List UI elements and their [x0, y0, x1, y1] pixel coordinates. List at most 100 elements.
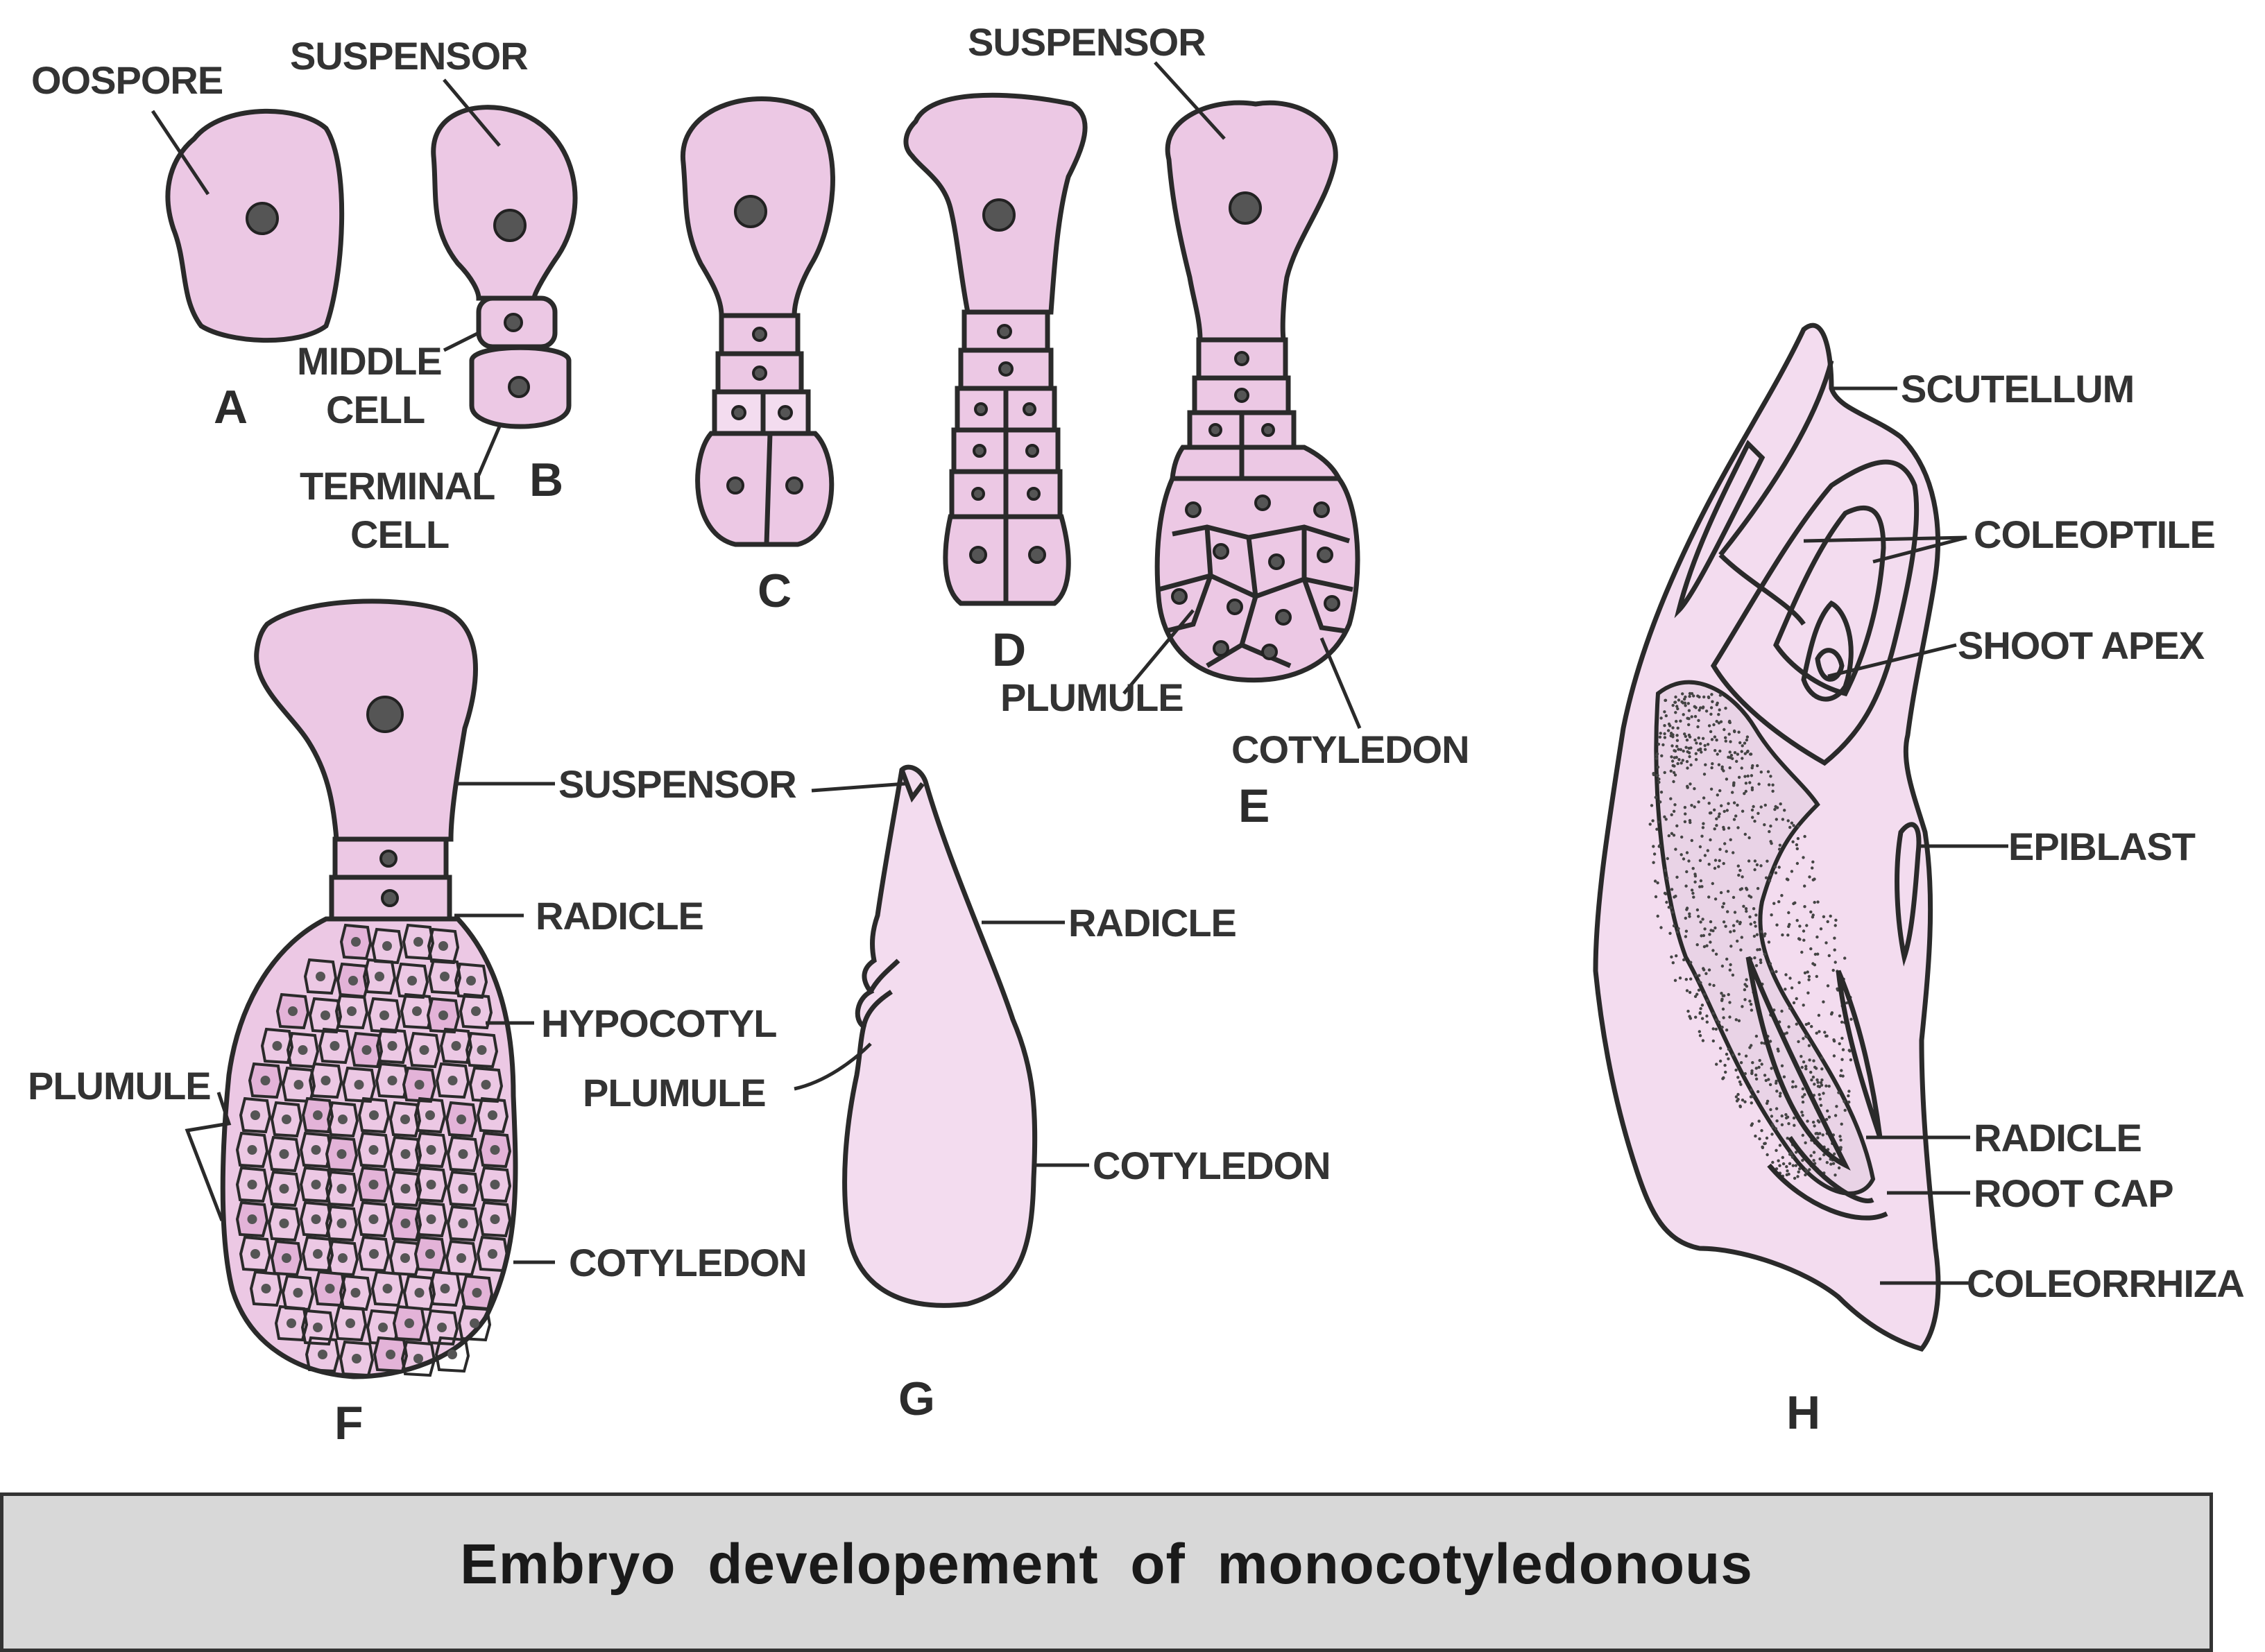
stage-a-oospore — [153, 111, 342, 341]
stipple-dot — [1725, 850, 1728, 852]
stipple-dot — [1834, 1173, 1836, 1176]
stipple-dot — [1739, 1083, 1742, 1086]
cell-nucleus — [415, 1080, 425, 1090]
cell-nucleus — [320, 1010, 330, 1020]
cell-nucleus — [337, 1149, 347, 1159]
stipple-dot — [1819, 1098, 1822, 1101]
stipple-dot — [1778, 847, 1781, 850]
stipple-dot — [1709, 838, 1711, 841]
cell-nucleus — [481, 1080, 491, 1090]
stipple-dot — [1755, 1078, 1758, 1081]
stipple-dot — [1659, 736, 1661, 739]
stipple-dot — [1757, 887, 1759, 890]
stipple-dot — [1791, 1081, 1794, 1083]
stipple-dot — [1699, 845, 1702, 848]
stipple-dot — [1741, 1005, 1743, 1008]
stipple-dot — [1739, 888, 1742, 890]
stipple-dot — [1693, 705, 1696, 708]
stipple-dot — [1758, 1137, 1761, 1140]
stipple-dot — [1683, 732, 1686, 735]
stipple-dot — [1726, 910, 1729, 913]
stipple-dot — [1766, 1137, 1768, 1139]
stipple-dot — [1775, 1119, 1778, 1122]
cell-nucleus — [379, 1010, 389, 1020]
label-hypocotyl-f: HYPOCOTYL — [541, 1001, 776, 1045]
stipple-dot — [1840, 1123, 1843, 1126]
stipple-dot — [1754, 859, 1757, 862]
stipple-dot — [1761, 1146, 1764, 1149]
stipple-dot — [1699, 859, 1702, 862]
cell-nucleus — [348, 976, 358, 986]
stipple-dot — [1800, 1055, 1802, 1058]
stipple-dot — [1688, 734, 1691, 737]
stipple-dot — [1693, 739, 1696, 741]
stipple-dot — [1763, 934, 1766, 937]
cell-nucleus — [407, 976, 417, 986]
stipple-dot — [1787, 1025, 1790, 1028]
stipple-dot — [1659, 732, 1662, 734]
stipple-dot — [1801, 1066, 1804, 1069]
stipple-dot — [1743, 775, 1746, 777]
label-plumule-f: PLUMULE — [28, 1064, 211, 1108]
stipple-dot — [1760, 1042, 1763, 1044]
stipple-dot — [1750, 1095, 1752, 1098]
stipple-dot — [1715, 739, 1718, 741]
stipple-dot — [1838, 1015, 1841, 1017]
cell-nucleus — [316, 972, 325, 981]
stipple-dot — [1741, 757, 1743, 759]
stipple-dot — [1670, 956, 1673, 958]
stipple-dot — [1797, 981, 1800, 984]
stipple-dot — [1822, 1000, 1824, 1003]
cell-nucleus — [330, 1041, 340, 1051]
stipple-dot — [1770, 1133, 1773, 1135]
cell-nucleus — [369, 1145, 379, 1155]
stipple-dot — [1677, 927, 1679, 930]
stage-g-embryo — [794, 767, 1089, 1305]
cell-nucleus — [375, 972, 384, 981]
stipple-dot — [1757, 1090, 1759, 1093]
stipple-dot — [1775, 871, 1777, 874]
stipple-dot — [1657, 915, 1659, 918]
stipple-dot — [1725, 958, 1728, 961]
cell-nucleus — [488, 1110, 497, 1120]
stipple-dot — [1809, 1154, 1812, 1157]
cell-nucleus — [415, 1288, 425, 1298]
stipple-dot — [1750, 922, 1752, 925]
label-radicle-f: RADICLE — [536, 894, 703, 938]
cell-nucleus — [294, 1080, 304, 1090]
cell-nucleus — [318, 1350, 327, 1359]
stipple-dot — [1698, 709, 1700, 712]
stipple-dot — [1684, 884, 1687, 887]
stipple-dot — [1724, 707, 1727, 709]
stipple-dot — [1684, 812, 1686, 815]
stipple-dot — [1663, 724, 1666, 727]
stipple-dot — [1751, 809, 1754, 811]
stipple-dot — [1727, 802, 1729, 805]
stipple-dot — [1718, 750, 1721, 752]
stipple-dot — [1738, 1053, 1741, 1056]
stipple-dot — [1822, 915, 1825, 918]
stipple-dot — [1695, 993, 1698, 996]
stipple-dot — [1779, 1094, 1781, 1097]
stipple-dot — [1781, 1115, 1784, 1117]
stipple-dot — [1804, 1035, 1807, 1038]
stipple-dot — [1775, 1090, 1778, 1092]
stipple-dot — [1808, 1058, 1811, 1061]
stipple-dot — [1755, 1067, 1758, 1069]
stipple-dot — [1660, 755, 1663, 757]
stipple-dot — [1820, 1056, 1823, 1059]
stipple-dot — [1747, 836, 1750, 839]
cell-nucleus — [280, 1149, 289, 1159]
stipple-dot — [1786, 1169, 1788, 1172]
stipple-dot — [1673, 771, 1675, 774]
stipple-dot — [1738, 1019, 1741, 1022]
stipple-dot — [1738, 1081, 1741, 1083]
label-cotyledon-g: COTYLEDON — [1093, 1144, 1331, 1187]
stipple-dot — [1683, 698, 1686, 700]
stipple-dot — [1699, 1034, 1702, 1037]
stipple-dot — [1745, 978, 1747, 981]
stipple-dot — [1831, 1011, 1834, 1014]
stipple-dot — [1796, 862, 1799, 865]
stipple-dot — [1713, 867, 1716, 870]
stipple-dot — [1733, 801, 1736, 804]
